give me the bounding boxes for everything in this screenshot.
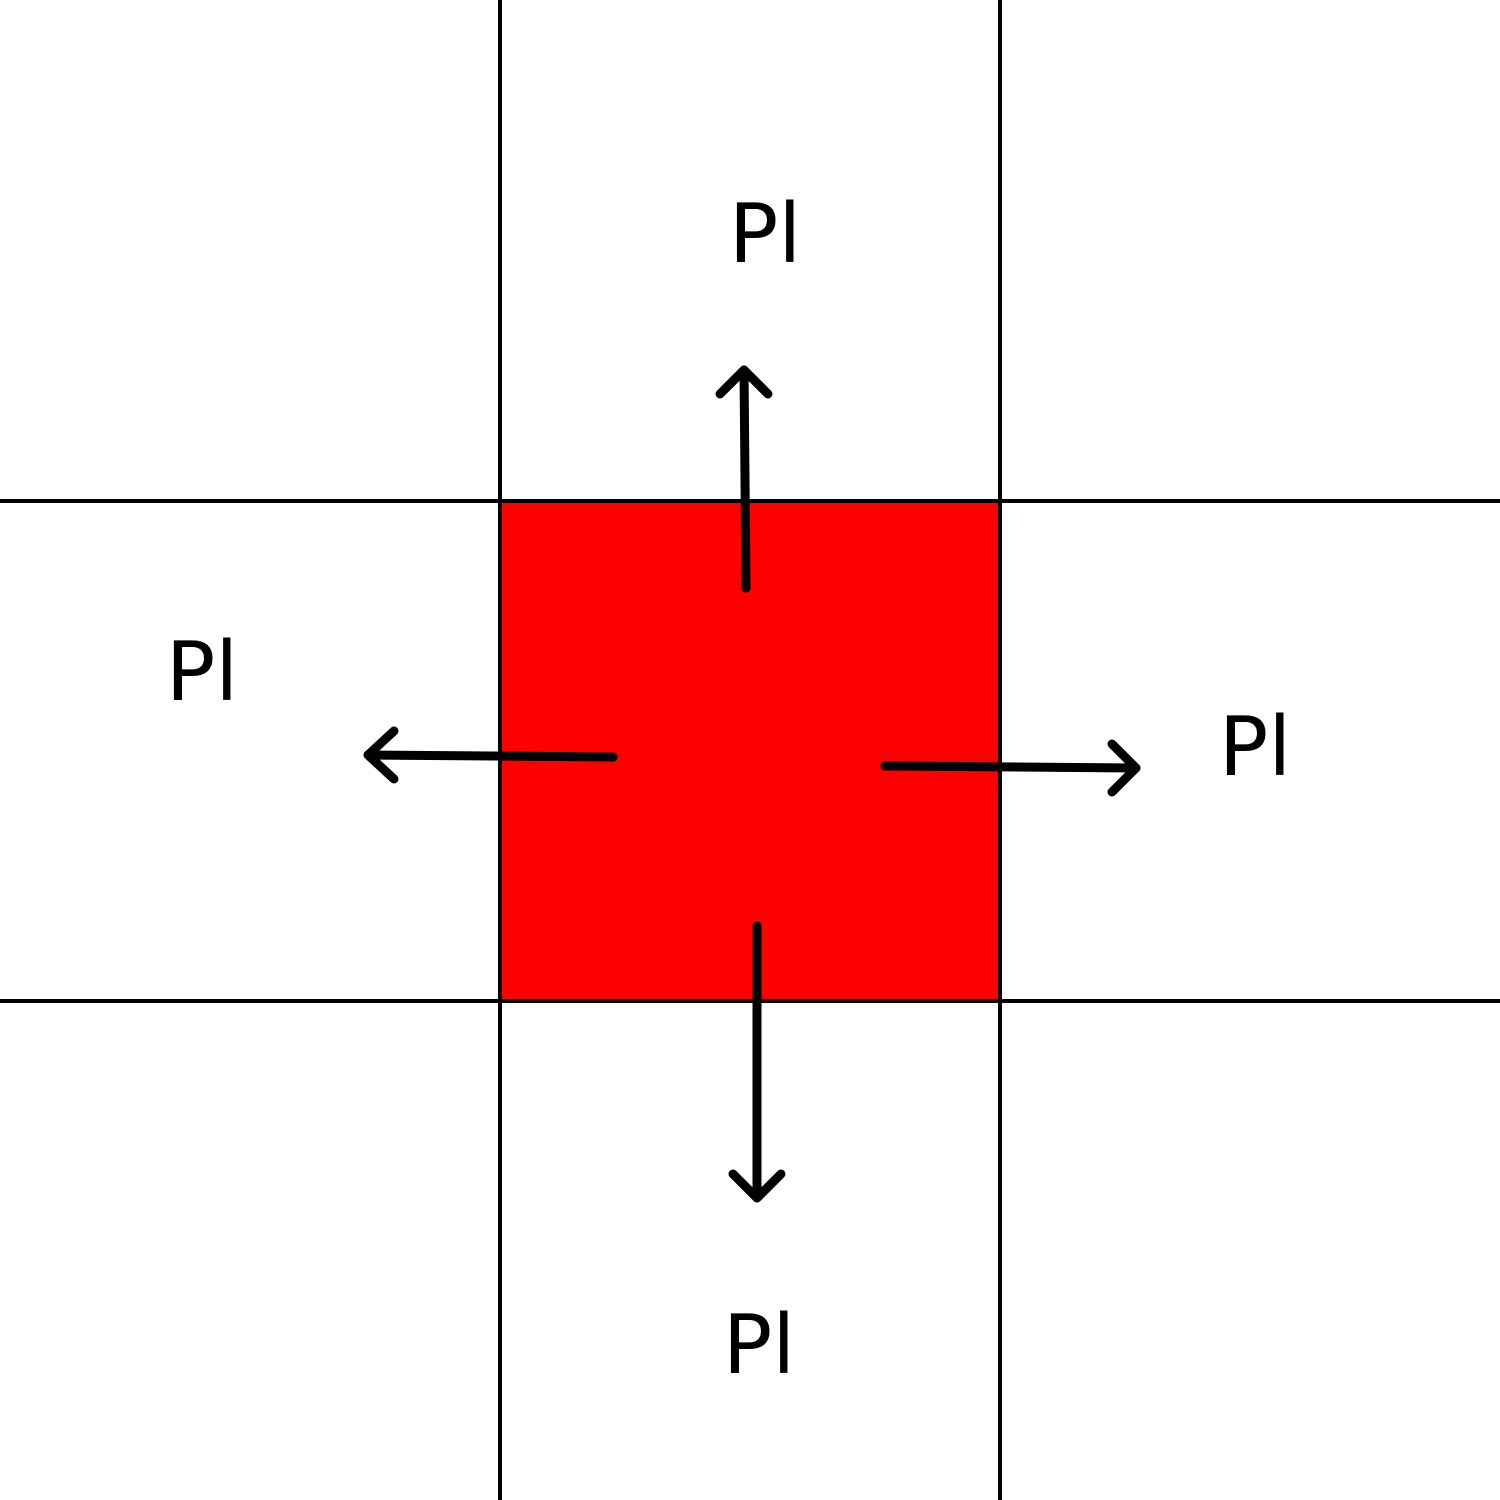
arrows: [363, 365, 1141, 1203]
label-right: Pl: [1219, 700, 1291, 795]
label-left: Pl: [166, 625, 238, 720]
arrow-right: [880, 739, 1141, 797]
label-top: Pl: [729, 187, 801, 282]
arrow-down: [728, 921, 786, 1203]
arrow-up: [715, 365, 773, 593]
arrow-left: [363, 726, 618, 784]
label-bottom: Pl: [723, 1298, 795, 1393]
